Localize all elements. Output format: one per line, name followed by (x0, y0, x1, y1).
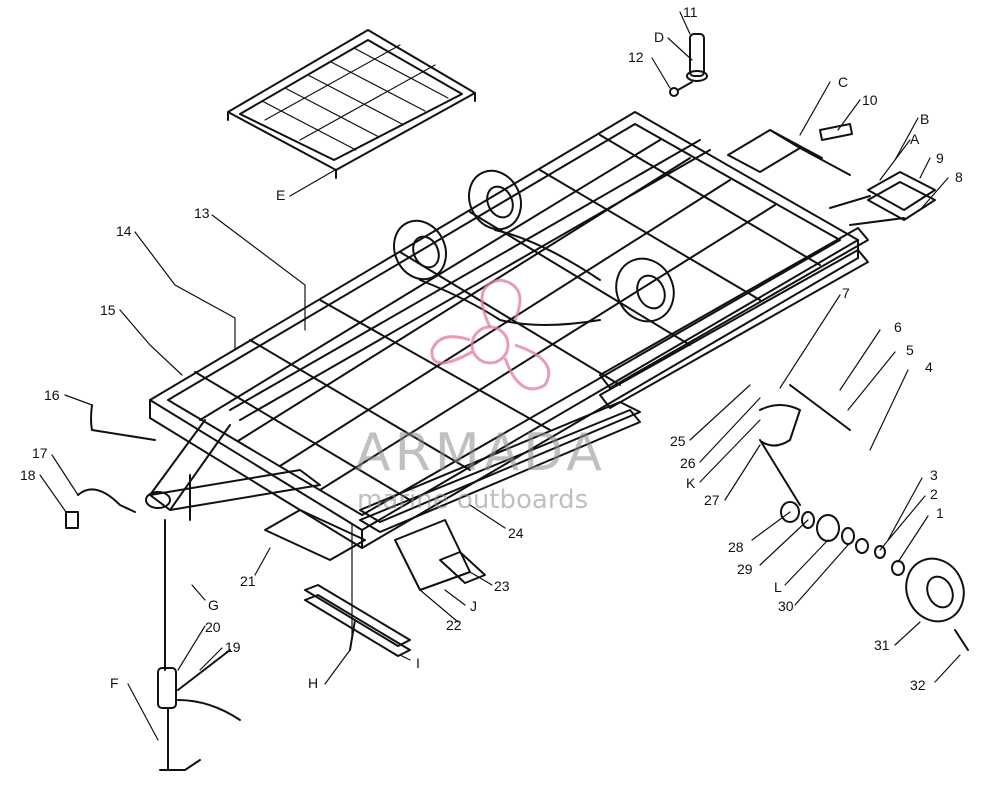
label-17: 17 (32, 445, 48, 461)
label-f: F (110, 675, 119, 691)
deck-frame-e (227, 29, 476, 179)
label-14: 14 (116, 223, 132, 239)
label-h: H (308, 675, 318, 691)
label-12: 12 (628, 49, 644, 65)
label-19: 19 (225, 639, 241, 655)
label-22: 22 (446, 617, 462, 633)
label-23: 23 (494, 578, 510, 594)
label-b: B (920, 111, 929, 127)
bunk-boards (264, 401, 641, 591)
label-i: I (416, 655, 420, 671)
tongue-jack (157, 519, 241, 771)
label-k: K (686, 475, 696, 491)
label-11: 11 (683, 4, 698, 20)
leader-lines (39, 11, 961, 741)
label-l: L (774, 579, 782, 595)
jack-post (669, 33, 708, 97)
hub-assembly (759, 384, 969, 651)
label-d: D (654, 29, 664, 45)
label-21: 21 (240, 573, 256, 589)
frame-wheels (393, 169, 675, 326)
label-5: 5 (906, 342, 914, 358)
label-j: J (470, 598, 477, 614)
main-frame (149, 111, 869, 549)
tongue (145, 419, 321, 521)
label-26: 26 (680, 455, 696, 471)
label-9: 9 (936, 150, 944, 166)
label-4: 4 (925, 359, 933, 375)
label-7: 7 (842, 285, 850, 301)
label-a: A (910, 131, 920, 147)
watermark-brand: ARMADA (355, 423, 606, 483)
label-31: 31 (874, 637, 890, 653)
label-30: 30 (778, 598, 794, 614)
watermark: ARMADA marine outboards (355, 278, 606, 515)
label-10: 10 (862, 92, 878, 108)
label-e: E (276, 187, 285, 203)
label-g: G (208, 597, 219, 613)
label-3: 3 (930, 467, 938, 483)
label-25: 25 (670, 433, 686, 449)
label-8: 8 (955, 169, 963, 185)
label-13: 13 (194, 205, 210, 221)
watermark-propeller-icon (430, 278, 551, 391)
label-24: 24 (508, 525, 524, 541)
wiring-harness (65, 404, 156, 529)
watermark-tagline: marine outboards (357, 485, 588, 515)
label-27: 27 (704, 492, 720, 508)
label-29: 29 (737, 561, 753, 577)
label-18: 18 (20, 467, 36, 483)
label-6: 6 (894, 319, 902, 335)
label-28: 28 (728, 539, 744, 555)
bunk-bracket (304, 584, 411, 657)
part-labels: 11 D 12 C 10 B A 9 8 E 13 14 15 16 17 18… (20, 4, 963, 693)
label-16: 16 (44, 387, 60, 403)
label-15: 15 (100, 302, 116, 318)
label-1: 1 (936, 505, 944, 521)
tongue-extension (727, 123, 936, 226)
label-c: C (838, 74, 848, 90)
label-20: 20 (205, 619, 221, 635)
label-32: 32 (910, 677, 926, 693)
label-2: 2 (930, 486, 938, 502)
